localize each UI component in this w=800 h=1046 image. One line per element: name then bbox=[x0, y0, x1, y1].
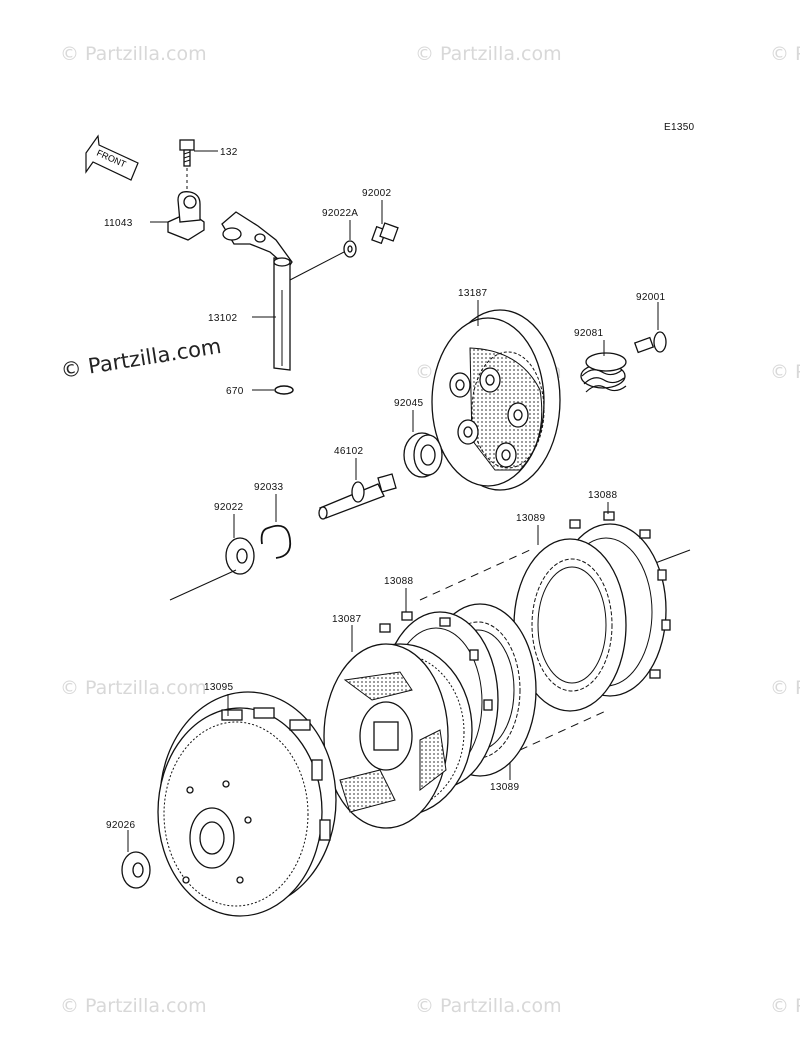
washer-92022A-icon bbox=[343, 240, 357, 258]
bracket-11043-icon bbox=[167, 191, 205, 241]
watermark: © Partzilla.com bbox=[60, 677, 207, 699]
steel-plate-13089-icon bbox=[513, 538, 627, 712]
washer-92026-icon bbox=[121, 851, 151, 889]
watermark-main: © Partzilla.com bbox=[59, 334, 223, 383]
part-label-13088-top: 13088 bbox=[588, 490, 617, 501]
watermark: © Partzilla.com bbox=[60, 43, 207, 65]
part-label-92022A: 92022A bbox=[322, 208, 358, 219]
part-label-92081: 92081 bbox=[574, 328, 603, 339]
washer-92022-icon bbox=[225, 537, 255, 575]
o-ring-670-icon bbox=[274, 385, 294, 395]
watermark: © Partzilla.com bbox=[770, 361, 800, 383]
part-label-132: 132 bbox=[220, 147, 238, 158]
bolt-132-icon bbox=[179, 139, 195, 190]
spring-92081-icon bbox=[580, 352, 627, 393]
part-label-92022: 92022 bbox=[214, 502, 243, 513]
diagram-code: E1350 bbox=[664, 122, 695, 133]
part-label-92033: 92033 bbox=[254, 482, 283, 493]
part-label-13187: 13187 bbox=[458, 288, 487, 299]
release-shaft-13102-icon bbox=[221, 211, 293, 371]
part-label-92026: 92026 bbox=[106, 820, 135, 831]
circlip-92033-icon bbox=[260, 524, 292, 559]
front-arrow-icon: FRONT bbox=[85, 134, 139, 181]
part-label-13089-bottom: 13089 bbox=[490, 782, 519, 793]
watermark: © Partzilla.com bbox=[770, 677, 800, 699]
watermark: © Partzilla.com bbox=[415, 43, 562, 65]
axis-line bbox=[519, 709, 609, 751]
part-label-92002: 92002 bbox=[362, 188, 391, 199]
watermark-layer: © Partzilla.com © Partzilla.com © Partzi… bbox=[60, 43, 800, 1017]
bolt-92001-icon bbox=[633, 331, 667, 354]
clutch-housing-13095-icon bbox=[157, 691, 337, 917]
part-label-13102: 13102 bbox=[208, 313, 237, 324]
part-label-13088-mid: 13088 bbox=[384, 576, 413, 587]
part-label-46102: 46102 bbox=[334, 446, 363, 457]
part-label-92001: 92001 bbox=[636, 292, 665, 303]
part-label-13087: 13087 bbox=[332, 614, 361, 625]
axis-line bbox=[169, 569, 237, 601]
watermark: © Partzilla.com bbox=[770, 995, 800, 1017]
part-label-13089-top: 13089 bbox=[516, 513, 545, 524]
watermark: © Partzilla.com bbox=[415, 995, 562, 1017]
part-label-13095: 13095 bbox=[204, 682, 233, 693]
watermark: © Partzilla.com bbox=[60, 995, 207, 1017]
push-rod-46102-icon bbox=[318, 473, 397, 520]
clutch-hub-13087-icon bbox=[323, 643, 473, 829]
part-label-670: 670 bbox=[226, 386, 244, 397]
part-label-11043: 11043 bbox=[104, 218, 133, 229]
pressure-plate-13187-icon bbox=[431, 309, 561, 491]
axis-line bbox=[419, 549, 531, 601]
screw-92002-icon bbox=[371, 222, 399, 245]
bearing-92045-icon bbox=[403, 432, 443, 478]
watermark: © Partzilla.com bbox=[770, 43, 800, 65]
part-label-92045: 92045 bbox=[394, 398, 423, 409]
